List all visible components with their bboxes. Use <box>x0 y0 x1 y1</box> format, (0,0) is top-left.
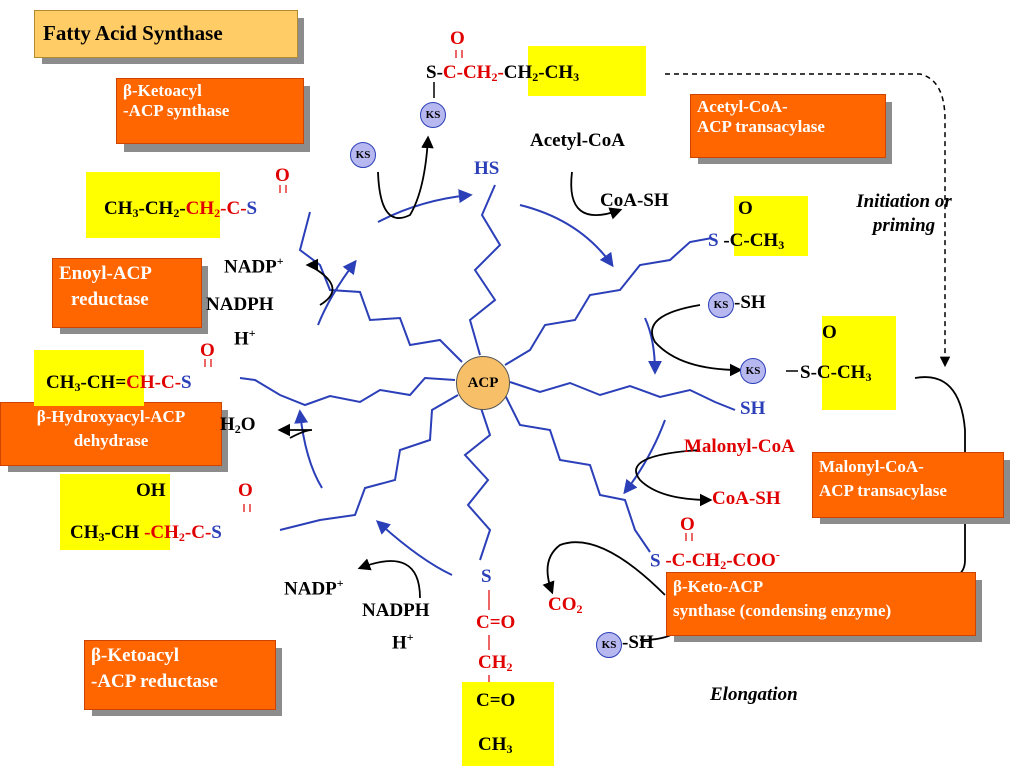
atom-ch3: CH3 <box>478 734 513 756</box>
atom-ch2: CH2 <box>478 652 513 674</box>
spoke-enoyl <box>239 376 456 407</box>
initiation-line: priming <box>872 215 936 236</box>
atom-oh: OH <box>136 480 166 501</box>
nadp-label-2: NADP+ <box>224 254 284 278</box>
co2-label: CO2 <box>548 594 583 616</box>
enzyme-ketoacyl-reductase: β-Ketoacyl -ACP reductase <box>84 640 276 710</box>
sh-label: SH <box>740 398 766 419</box>
h-plus-label-2: H+ <box>234 326 256 350</box>
atom-o: O <box>200 340 215 361</box>
spoke-acetyl <box>504 237 713 366</box>
atom-o: O <box>822 322 837 343</box>
enzyme-line: β-Keto-ACP <box>673 577 764 596</box>
enzyme-line: dehydrase <box>73 431 149 450</box>
enzyme-enoyl-reductase: Enoyl-ACP reductase <box>52 258 202 328</box>
hs-label: HS <box>474 158 500 179</box>
enzyme-line: ACP transacylase <box>819 481 947 500</box>
atom-o: O <box>450 28 465 49</box>
enzyme-line: reductase <box>71 289 149 310</box>
nadph-label-2: NADPH <box>206 294 274 315</box>
spoke-sh <box>509 381 736 411</box>
enzyme-line: Enoyl-ACP <box>59 263 152 284</box>
atom-o: O <box>238 480 253 501</box>
h2o-label: H2O <box>220 414 256 436</box>
ks-circle: KS <box>708 292 734 318</box>
enzyme-acetyl-transacylase: Acetyl-CoA- ACP transacylase <box>690 94 886 158</box>
ks-sh-label: -SH <box>734 292 766 313</box>
nadp-label: NADP+ <box>284 576 344 600</box>
enzyme-line: -ACP reductase <box>91 671 218 692</box>
enzyme-hydroxyacyl-dehydrase: β-Hydroxyacyl-ACP dehydrase <box>0 402 222 466</box>
malonyl-acp-chain: S -C-CH2-COO- <box>650 548 780 573</box>
enzyme-line: β-Hydroxyacyl-ACP <box>36 407 186 426</box>
atom-c-o-2: C=O <box>476 690 516 711</box>
coa-sh-label: CoA-SH <box>600 190 669 211</box>
atom-o: O <box>680 514 695 535</box>
title-box: Fatty Acid Synthase <box>34 10 298 58</box>
ks-sh-label: -SH <box>622 632 654 653</box>
spoke-keto <box>463 404 492 561</box>
enzyme-line: ACP transacylase <box>697 117 825 136</box>
enzyme-ketoacyl-synthase: β-Ketoacyl -ACP synthase <box>116 78 304 144</box>
malonyl-coa-label: Malonyl-CoA <box>684 436 795 457</box>
page-title: Fatty Acid Synthase <box>43 21 223 45</box>
acetyl-ks-chain: S-C-CH3 <box>800 362 872 384</box>
enzyme-line: β-Ketoacyl <box>123 81 202 100</box>
spoke-butyryl <box>298 211 463 363</box>
initiation-label: Initiation or priming <box>834 190 974 238</box>
ks-circle: KS <box>350 142 376 168</box>
acetyl-acp-chain: S -C-CH3 <box>708 230 785 252</box>
ks-circle: KS <box>596 632 622 658</box>
spoke-hydroxy <box>279 394 459 531</box>
acetyl-coa-label: Acetyl-CoA <box>530 130 625 151</box>
hydroxybutyryl-chain: CH3-CH -CH2-C-S <box>70 522 222 544</box>
atom-o: O <box>275 165 290 186</box>
enzyme-line: synthase (condensing enzyme) <box>673 601 892 620</box>
ks-circle: KS <box>420 102 446 128</box>
spoke-hs <box>468 184 502 356</box>
enzyme-line: -ACP synthase <box>123 101 230 120</box>
butyryl-acp-chain: CH3-CH2-CH2-C-S <box>104 198 258 220</box>
enzyme-malonyl-transacylase: Malonyl-CoA- ACP transacylase <box>812 452 1004 518</box>
butyryl-ks-chain: S-C-CH2-CH2-CH3 <box>426 62 580 84</box>
atom-s: S <box>481 566 492 587</box>
acp-spokes <box>239 184 736 561</box>
ks-circle: KS <box>740 358 766 384</box>
elongation-label: Elongation <box>710 684 798 705</box>
acp-circle: ACP <box>456 356 510 410</box>
spoke-malonyl <box>504 394 651 553</box>
enzyme-line: Acetyl-CoA- <box>697 97 788 116</box>
crotonyl-chain: CH3-CH=CH-C-S <box>46 372 192 394</box>
enzyme-line: Malonyl-CoA- <box>819 457 924 476</box>
coa-sh-label-2: CoA-SH <box>712 488 781 509</box>
nadph-label: NADPH <box>362 600 430 621</box>
h-plus-label: H+ <box>392 630 414 654</box>
enzyme-condensing: β-Keto-ACP synthase (condensing enzyme) <box>666 572 976 636</box>
atom-o: O <box>738 198 753 219</box>
enzyme-line: β-Ketoacyl <box>91 645 180 666</box>
atom-c-o: C=O <box>476 612 516 633</box>
initiation-line: Initiation or <box>856 191 952 212</box>
